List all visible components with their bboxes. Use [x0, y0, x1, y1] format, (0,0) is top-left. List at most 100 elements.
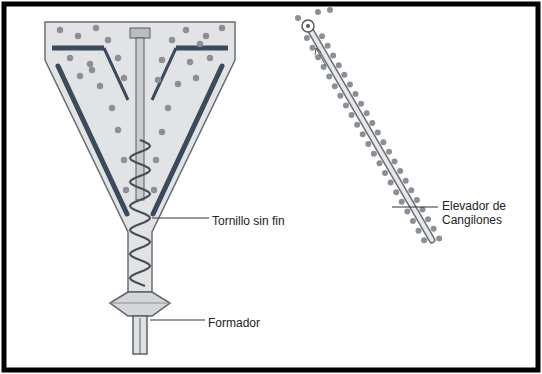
part-label-box: Tornillo sin fin: [211, 211, 286, 229]
bucket: [304, 35, 310, 41]
bucket: [403, 178, 409, 184]
particle: [153, 157, 159, 163]
bucket: [388, 180, 394, 186]
leader-line: [152, 218, 209, 219]
elevator-belt: [308, 26, 432, 240]
particle: [169, 37, 175, 43]
part-label: Elevador de Cangilones: [441, 199, 521, 227]
bucket: [392, 158, 398, 164]
bucket: [337, 93, 343, 99]
bucket: [358, 101, 364, 107]
bucket: [410, 218, 416, 224]
particle: [151, 187, 157, 193]
particle: [165, 105, 171, 111]
bucket: [315, 9, 321, 15]
leader-line: [392, 207, 438, 208]
particle: [75, 33, 81, 39]
bucket: [416, 228, 422, 234]
particle: [57, 27, 63, 33]
particle: [77, 73, 83, 79]
particle: [97, 83, 103, 89]
bucket: [369, 120, 375, 126]
leader-line: [150, 320, 205, 321]
bucket: [347, 81, 353, 87]
bucket: [309, 45, 315, 51]
particle: [105, 37, 111, 43]
bucket: [425, 216, 431, 222]
particle: [121, 75, 127, 81]
particle: [87, 61, 93, 67]
bucket: [332, 83, 338, 89]
bucket: [330, 53, 336, 59]
bucket: [376, 160, 382, 166]
bucket: [327, 7, 333, 13]
bucket: [399, 199, 405, 205]
bucket: [431, 226, 437, 232]
hopper-body: [45, 22, 235, 292]
bucket: [354, 122, 360, 128]
particle: [183, 27, 189, 33]
particle: [175, 81, 181, 87]
bucket: [393, 189, 399, 195]
product-particles: [57, 25, 225, 193]
bucket: [386, 149, 392, 155]
bucket: [382, 170, 388, 176]
particle: [155, 77, 161, 83]
bucket: [365, 141, 371, 147]
bucket: [414, 197, 420, 203]
bucket: [397, 168, 403, 174]
screw-flight: [130, 140, 150, 286]
bucket: [436, 235, 442, 241]
bucket: [380, 139, 386, 145]
belt-direction-arrow: [315, 48, 326, 66]
particle: [115, 55, 121, 61]
bucket: [336, 62, 342, 68]
part-label: Tornillo sin fin: [211, 214, 286, 228]
elevator-pulley: [302, 20, 314, 32]
particle: [67, 55, 73, 61]
part-label: Formador: [207, 316, 261, 330]
particle: [207, 55, 213, 61]
former-seam: [140, 318, 141, 354]
part-label-box: Elevador de Cangilones: [441, 199, 521, 228]
particle: [187, 59, 193, 65]
bucket: [319, 33, 325, 39]
bucket: [349, 112, 355, 118]
bucket: [404, 208, 410, 214]
bucket: [421, 237, 427, 243]
bucket: [341, 72, 347, 78]
bucket: [326, 74, 332, 80]
elevator-buckets: [295, 7, 442, 243]
former-edge: [110, 303, 170, 304]
particle: [193, 75, 199, 81]
shaft-head: [130, 28, 150, 38]
bucket: [295, 15, 301, 21]
particle: [121, 157, 127, 163]
bucket: [325, 43, 331, 49]
bucket: [343, 102, 349, 108]
former-tube: [133, 316, 147, 354]
frame: [4, 4, 538, 370]
particle: [115, 127, 121, 133]
particle: [123, 187, 129, 193]
elevator-rail: [308, 26, 432, 240]
particle: [89, 67, 95, 73]
former-collar: [110, 292, 170, 316]
bucket: [353, 91, 359, 97]
part-label-box: Formador: [207, 313, 261, 331]
bucket: [375, 130, 381, 136]
particle: [159, 129, 165, 135]
particle: [197, 41, 203, 47]
particle: [93, 25, 99, 31]
bucket: [360, 131, 366, 137]
auger-screw: [130, 140, 150, 286]
particle: [219, 25, 225, 31]
bucket: [364, 110, 370, 116]
bucket: [408, 187, 414, 193]
bucket: [371, 151, 377, 157]
pulley-axle: [306, 24, 310, 28]
particle: [203, 33, 209, 39]
particle: [109, 105, 115, 111]
